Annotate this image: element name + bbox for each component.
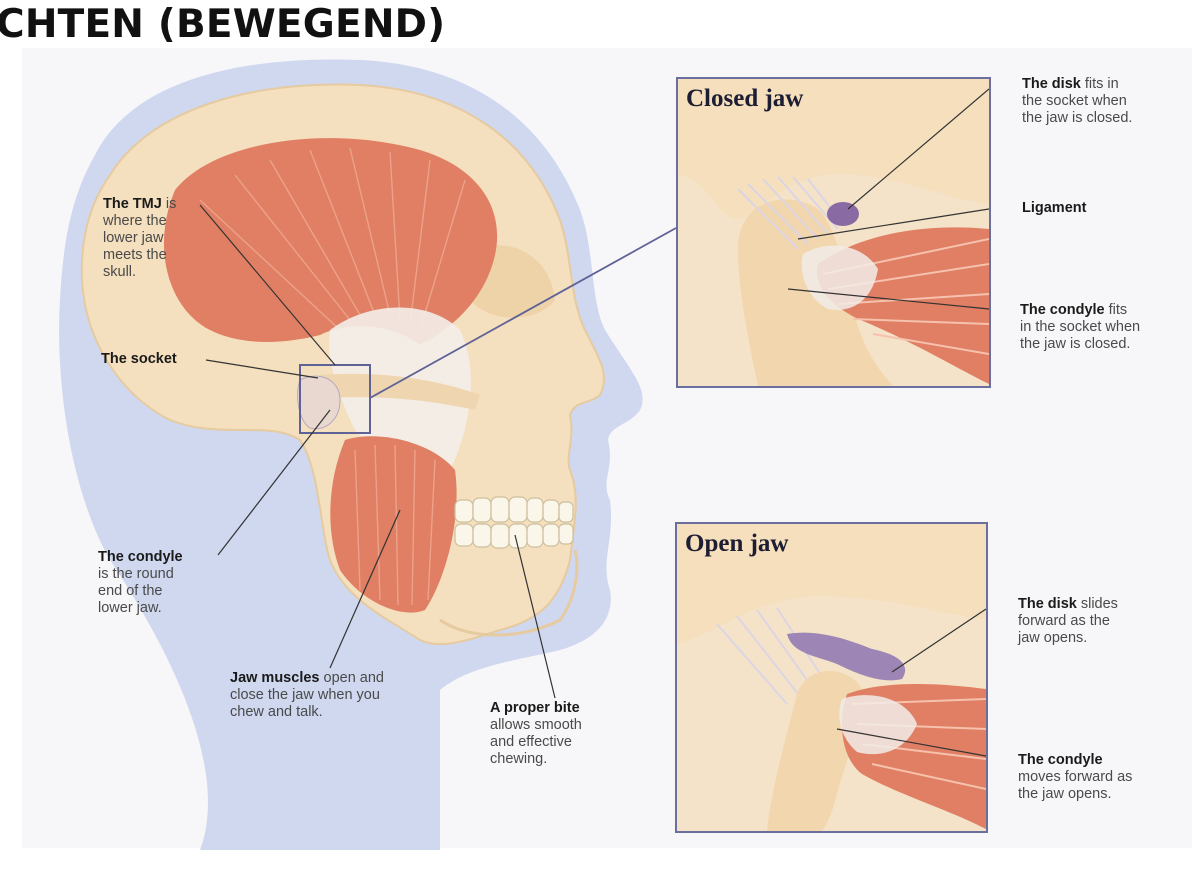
label-ligament: Ligament [1022,200,1086,217]
open-jaw-illustration [677,524,986,831]
label-disk-open: The disk slides forward as the jaw opens… [1018,596,1188,647]
label-jaw-muscles: Jaw muscles open and close the jaw when … [230,670,450,721]
open-jaw-title: Open jaw [685,530,788,558]
closed-jaw-title: Closed jaw [686,85,803,113]
closed-jaw-panel: Closed jaw [676,77,991,388]
label-tmj: The TMJ is where the lower jaw meets the… [103,196,213,281]
label-proper-bite: A proper bite allows smooth and effectiv… [490,700,630,768]
label-condyle-open: The condyle moves forward as the jaw ope… [1018,752,1188,803]
open-jaw-panel: Open jaw [675,522,988,833]
closed-jaw-illustration [678,79,989,386]
label-condyle: The condyle is the round end of the lowe… [98,549,228,617]
closed-disk-shape [827,202,859,226]
label-socket: The socket [101,351,177,368]
label-condyle-closed: The condyle fits in the socket when the … [1020,302,1190,353]
label-disk-closed: The disk fits in the socket when the jaw… [1022,76,1192,127]
